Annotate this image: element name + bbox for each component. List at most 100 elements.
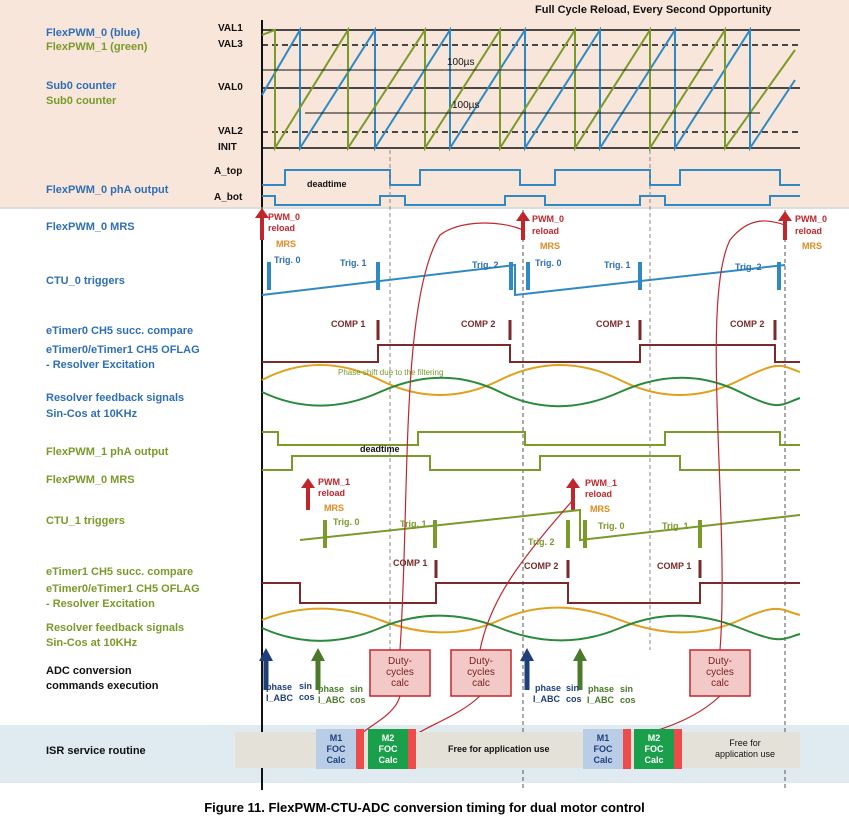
adc-sin-4: sin (620, 684, 634, 694)
mrs-label-1: MRS (276, 239, 296, 249)
pha0-top (262, 169, 800, 186)
duty-box-1 (369, 649, 431, 697)
label-flexpwm0: FlexPWM_0 (blue) (46, 27, 141, 39)
label-oflag0b: - Resolver Excitation (46, 359, 155, 371)
label-mrs1: FlexPWM_0 MRS (46, 474, 135, 486)
trig1-label-1: Trig. 1 (340, 258, 367, 268)
label-mrs0: FlexPWM_0 MRS (46, 221, 135, 233)
isr-m1-text-1: M1 FOC Calc (326, 733, 346, 765)
trig1-label-3: Trig. 1 (400, 519, 427, 529)
label-adc-b: commands execution (46, 680, 159, 692)
axis-val0: VAL0 (218, 82, 243, 93)
pwm1-reload-a: PWM_1 (318, 477, 351, 487)
label-oflag1b: - Resolver Excitation (46, 598, 155, 610)
adc-phase-4: phase (588, 684, 615, 694)
isr-m1-block-1 (316, 729, 356, 769)
isr-m1-block-2 (583, 729, 623, 769)
comp2-label-2: COMP 2 (730, 319, 765, 329)
comp2-label-3: COMP 2 (524, 561, 559, 571)
label-etimer1: eTimer1 CH5 succ. compare (46, 566, 194, 578)
label-ctu0: CTU_0 triggers (46, 275, 125, 287)
label-ctu1: CTU_1 triggers (46, 515, 125, 527)
axis-a-bot: A_bot (214, 192, 243, 203)
adc-iabc-2: I_ABC (318, 695, 346, 705)
label-sub0-b: Sub0 counter (46, 95, 117, 107)
ctu1-ramp (299, 508, 801, 542)
label-isr: ISR service routine (46, 745, 146, 757)
flexpwm0-counter (261, 26, 796, 152)
comp1-label-3: COMP 1 (393, 558, 428, 568)
isr-free-1: Free for application use (448, 744, 550, 754)
figure-caption: Figure 11. FlexPWM-CTU-ADC conversion ti… (204, 800, 645, 815)
deadtime-label-1: deadtime (307, 179, 347, 189)
isr-free-2: Free for application use (714, 738, 776, 759)
adc-phase-1: phase (266, 682, 293, 692)
duty-box-3-text: Duty- cycles calc (706, 656, 734, 689)
pwm0-reload-c: PWM_0 (795, 214, 828, 224)
label-resolver1a: Resolver feedback signals (46, 622, 185, 634)
adc-sin-1: sin (299, 681, 313, 691)
adc-iabc-3: I_ABC (533, 694, 561, 704)
comp1-label-1: COMP 1 (331, 319, 366, 329)
trig2-label-1: Trig. 2 (472, 260, 499, 270)
duty-box-3 (689, 649, 751, 697)
pwm1-reload-b: PWM_1 (585, 478, 618, 488)
duty-box-2 (450, 649, 512, 697)
trig0-label-2: Trig. 0 (535, 258, 562, 268)
flexpwm1-counter (261, 26, 796, 152)
isr-m2-block-2 (634, 729, 674, 769)
ctu0-ramp (261, 263, 786, 297)
pwm0-reload-c2: reload (795, 226, 823, 236)
duty-box-1-text: Duty- cycles calc (386, 656, 414, 689)
label-resolver1b: Sin-Cos at 10KHz (46, 637, 138, 649)
comp2-label-1: COMP 2 (461, 319, 496, 329)
adc-cos-1: cos (299, 692, 315, 702)
isr-m2-text-1: M2 FOC Calc (378, 733, 398, 765)
pha0-bot (262, 195, 800, 206)
isr-m1-text-2: M1 FOC Calc (593, 733, 613, 765)
label-flexpwm1: FlexPWM_1 (green) (46, 41, 148, 53)
trig1-label-4: Trig. 1 (662, 521, 689, 531)
label-adc-a: ADC conversion (46, 665, 132, 677)
period-label-2: 100µs (452, 100, 480, 111)
header-title: Full Cycle Reload, Every Second Opportun… (535, 4, 772, 16)
axis-val2: VAL2 (218, 126, 243, 137)
pwm0-reload-b2: reload (532, 226, 560, 236)
oflag0 (262, 344, 800, 363)
isr-m2-block-1 (368, 729, 408, 769)
label-resolver0b: Sin-Cos at 10KHz (46, 408, 138, 420)
axis-a-top: A_top (214, 166, 243, 177)
label-sub0-a: Sub0 counter (46, 80, 117, 92)
adc-phase-2: phase (318, 684, 345, 694)
trig0-label-4: Trig. 0 (598, 521, 625, 531)
trig2-label-2: Trig. 2 (735, 262, 762, 272)
adc-phase-3: phase (535, 683, 562, 693)
duty-box-2-text: Duty- cycles calc (467, 656, 495, 689)
deadtime-label-2: deadtime (360, 444, 400, 454)
comp1-label-4: COMP 1 (657, 561, 692, 571)
trig2-label-3: Trig. 2 (528, 537, 555, 547)
pwm0-reload-a: PWM_0 (268, 212, 301, 222)
adc-iabc-1: I_ABC (266, 693, 294, 703)
adc-sin-2: sin (350, 684, 364, 694)
mrs-label-3: MRS (802, 241, 822, 251)
phase-shift-label: Phase shift due to the filtering (338, 368, 444, 377)
adc-cos-3: cos (566, 694, 582, 704)
axis-init: INIT (218, 142, 237, 153)
isr-m2-text-2: M2 FOC Calc (644, 733, 664, 765)
adc-iabc-4: I_ABC (587, 695, 615, 705)
pwm0-reload-a2: reload (268, 223, 296, 233)
label-etimer0: eTimer0 CH5 succ. compare (46, 325, 194, 337)
label-oflag0a: eTimer0/eTimer1 CH5 OFLAG (46, 344, 200, 356)
label-pha0: FlexPWM_0 phA output (46, 184, 169, 196)
pha1-bot (262, 455, 800, 471)
trig0-label-3: Trig. 0 (333, 517, 360, 527)
adc-cos-2: cos (350, 695, 366, 705)
mrs-label-4: MRS (324, 503, 344, 513)
pwm1-reload-a2: reload (318, 488, 346, 498)
axis-val3: VAL3 (218, 39, 243, 50)
comp1-label-2: COMP 1 (596, 319, 631, 329)
adc-sin-3: sin (566, 683, 580, 693)
